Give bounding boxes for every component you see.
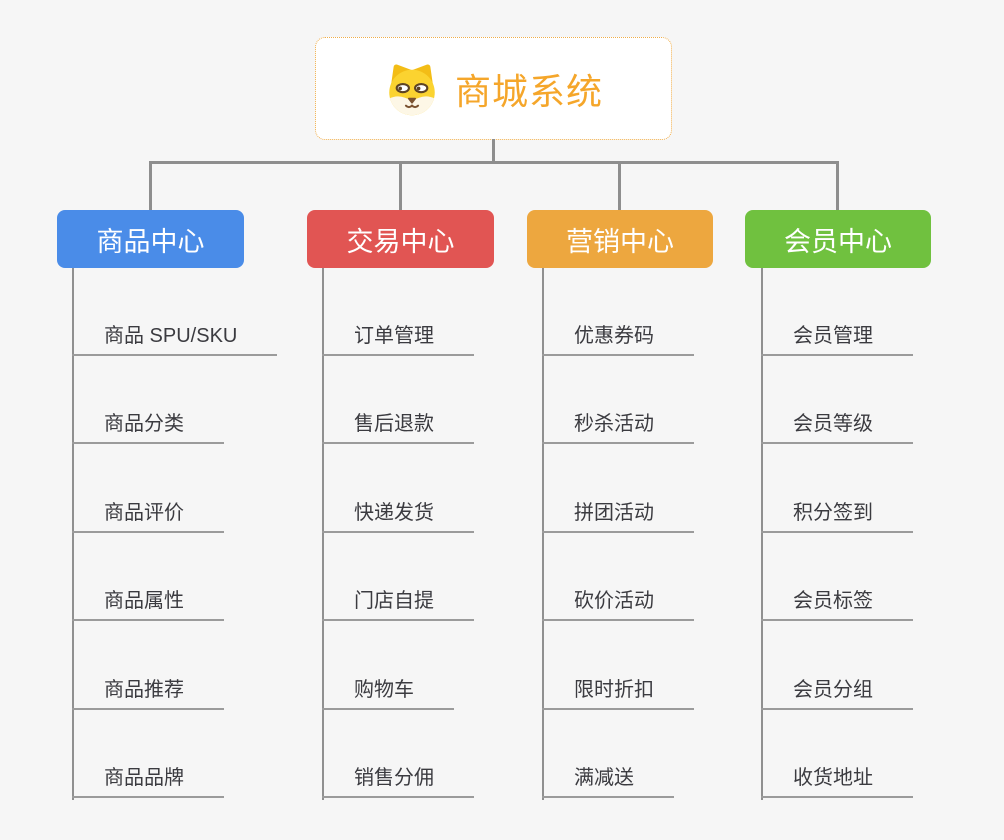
leaf-node-product-category[interactable]: 商品分类 bbox=[72, 412, 224, 444]
leaf-node-group-buy[interactable]: 拼团活动 bbox=[542, 501, 694, 533]
leaf-node-shipping-address[interactable]: 收货地址 bbox=[761, 766, 913, 798]
leaf-node-member-management[interactable]: 会员管理 bbox=[761, 324, 913, 356]
root-title: 商城系统 bbox=[454, 70, 603, 112]
leaf-node-flash-sale[interactable]: 秒杀活动 bbox=[542, 412, 694, 444]
branch-node-member-center[interactable]: 会员中心 bbox=[745, 210, 931, 268]
connector-drop-member-center bbox=[836, 161, 839, 211]
leaf-node-member-group[interactable]: 会员分组 bbox=[761, 678, 913, 710]
connector-drop-marketing-center bbox=[618, 161, 621, 211]
leaf-node-member-tag[interactable]: 会员标签 bbox=[761, 589, 913, 621]
leaf-node-product-review[interactable]: 商品评价 bbox=[72, 501, 224, 533]
connector-root-trunk bbox=[492, 139, 495, 164]
root-node-mall-system[interactable]: 商城系统 bbox=[315, 37, 672, 140]
branch-node-marketing-center[interactable]: 营销中心 bbox=[527, 210, 713, 268]
leaf-node-store-pickup[interactable]: 门店自提 bbox=[322, 589, 474, 621]
leaf-node-express-delivery[interactable]: 快递发货 bbox=[322, 501, 474, 533]
leaf-node-bargain-activity[interactable]: 砍价活动 bbox=[542, 589, 694, 621]
connector-trunk-marketing-center bbox=[542, 268, 544, 800]
leaf-node-limited-time-discount[interactable]: 限时折扣 bbox=[542, 678, 694, 710]
leaf-node-coupon-code[interactable]: 优惠券码 bbox=[542, 324, 694, 356]
leaf-node-shopping-cart[interactable]: 购物车 bbox=[322, 678, 454, 710]
connector-trunk-trade-center bbox=[322, 268, 324, 800]
leaf-node-full-reduction[interactable]: 满减送 bbox=[542, 766, 674, 798]
branch-node-trade-center[interactable]: 交易中心 bbox=[307, 210, 494, 268]
connector-drop-trade-center bbox=[399, 161, 402, 211]
leaf-node-member-level[interactable]: 会员等级 bbox=[761, 412, 913, 444]
leaf-node-points-checkin[interactable]: 积分签到 bbox=[761, 501, 913, 533]
branch-node-product-center[interactable]: 商品中心 bbox=[57, 210, 244, 268]
connector-trunk-member-center bbox=[761, 268, 763, 800]
leaf-node-product-recommend[interactable]: 商品推荐 bbox=[72, 678, 224, 710]
leaf-node-order-management[interactable]: 订单管理 bbox=[322, 324, 474, 356]
leaf-node-product-brand[interactable]: 商品品牌 bbox=[72, 766, 224, 798]
connector-trunk-product-center bbox=[72, 268, 74, 800]
dog-face-icon bbox=[389, 64, 435, 115]
connector-drop-product-center bbox=[149, 161, 152, 211]
leaf-node-product-attribute[interactable]: 商品属性 bbox=[72, 589, 224, 621]
leaf-node-product-spu-sku[interactable]: 商品 SPU/SKU bbox=[72, 324, 278, 356]
leaf-node-after-sales-refund[interactable]: 售后退款 bbox=[322, 412, 474, 444]
connector-horizontal bbox=[149, 161, 839, 164]
leaf-node-sales-commission[interactable]: 销售分佣 bbox=[322, 766, 474, 798]
